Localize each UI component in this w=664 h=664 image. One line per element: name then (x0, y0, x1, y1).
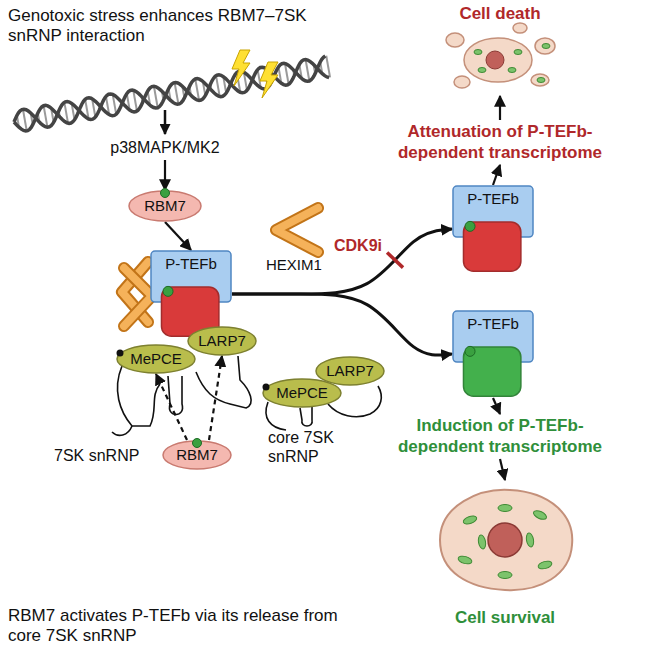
hexim1-chevron (276, 208, 318, 252)
node-text: LARP7 (326, 362, 374, 380)
node-text: RBM7 (144, 197, 186, 215)
kinase-pathway-label: p38MAPK/MK2 (105, 136, 225, 160)
flow-arrow (499, 96, 501, 120)
flow-arrow (500, 459, 505, 480)
mepce-protein: MePCE (116, 344, 196, 374)
flow-arrow (164, 160, 166, 190)
figure-caption: RBM7 activates P-TEFb via its release fr… (8, 606, 343, 647)
inhibition-bar (387, 252, 403, 267)
cell-survival: Cell survival (430, 480, 580, 628)
dashed-interaction-arrow (209, 356, 222, 440)
dna-helix (12, 56, 330, 133)
hexim1-chevron (124, 268, 152, 326)
ptefb-complex: P-TEFb (150, 250, 232, 338)
ptefb-active: P-TEFb (452, 310, 534, 398)
node-text: P-TEFb (165, 255, 217, 273)
flow-arrow (232, 294, 452, 355)
cell-death: Cell death (440, 4, 560, 96)
rbm7-protein: RBM7 (162, 440, 232, 470)
node-text: MePCE (276, 384, 328, 402)
larp7-protein: LARP7 (187, 326, 257, 356)
flow-arrow (165, 222, 191, 250)
figure-title: Genotoxic stress enhances RBM7–7SK snRNP… (8, 6, 318, 47)
node-text: Induction of P-TEFb-dependent transcript… (381, 416, 619, 457)
larp7-protein: LARP7 (315, 356, 385, 386)
flow-arrow (493, 398, 500, 414)
node-text: P-TEFb (467, 190, 519, 208)
surviving-cell (440, 490, 572, 590)
flow-arrow (232, 229, 452, 294)
complex-label: core 7SK snRNP (268, 428, 368, 466)
lightning-bolt (232, 50, 250, 86)
complex-label: 7SK snRNP (54, 446, 164, 465)
rbm7-protein: RBM7 (128, 190, 202, 222)
protein-label: HEXIM1 (266, 256, 346, 274)
node-text: Attenuation of P-TEFb-dependent transcri… (381, 122, 619, 163)
inhibitor-label: CDK9i (334, 236, 394, 255)
ptefb-free: P-TEFb (452, 185, 534, 273)
dashed-interaction-arrow (156, 374, 187, 440)
outcome-text: Attenuation of P-TEFb-dependent transcri… (381, 120, 619, 165)
node-text: P-TEFb (467, 315, 519, 333)
node-text: Cell death (459, 4, 540, 24)
node-text: MePCE (130, 350, 182, 368)
flow-arrow (493, 165, 500, 185)
node-text: RBM7 (176, 446, 218, 464)
node-text: p38MAPK/MK2 (110, 138, 219, 157)
lightning-bolt (260, 62, 278, 98)
node-text: Cell survival (455, 608, 555, 628)
node-text: LARP7 (198, 332, 246, 350)
outcome-text: Induction of P-TEFb-dependent transcript… (381, 414, 619, 459)
stress-arrow (164, 110, 167, 134)
dying-cell (446, 23, 555, 88)
